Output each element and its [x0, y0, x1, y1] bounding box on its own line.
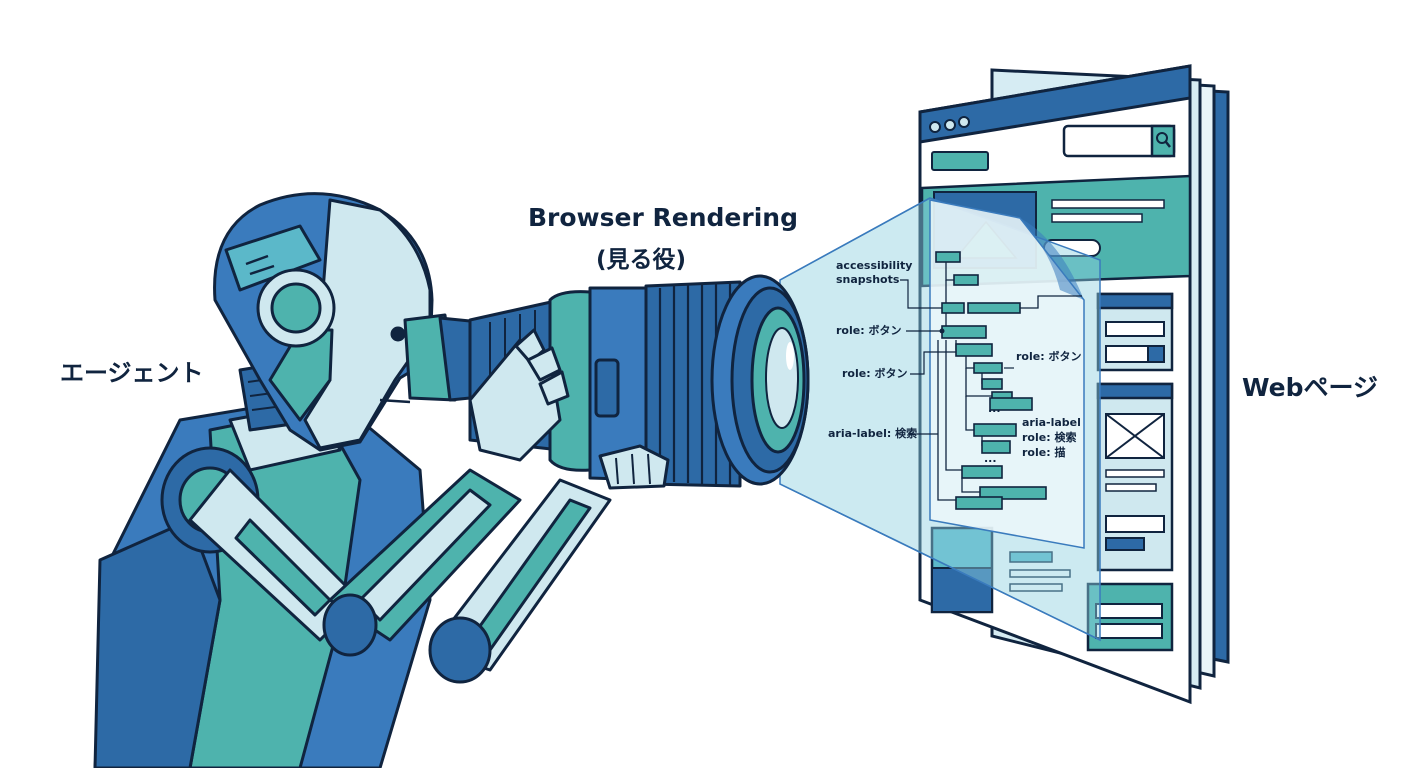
browser-rendering-role: (見る役)	[596, 247, 687, 273]
webpage-label: Webページ	[1242, 373, 1379, 402]
sidebar-input-3[interactable]	[1105, 515, 1165, 533]
annotation-role-draw: role: 描	[1022, 446, 1066, 459]
accessibility-tree-panel	[900, 199, 1085, 549]
footer-input-2[interactable]	[1095, 623, 1163, 639]
sidebar-input-1[interactable]	[1105, 321, 1165, 337]
annotation-role-button-2: role: ボタン	[842, 367, 908, 380]
tree-ellipsis-2: ...	[984, 452, 997, 465]
footer-input-1[interactable]	[1095, 603, 1163, 619]
image-placeholder-icon	[1105, 413, 1165, 459]
camera-lens	[468, 274, 810, 490]
window-title-bar	[918, 64, 1192, 144]
browser-rendering-title: Browser Rendering	[528, 203, 798, 232]
search-icon[interactable]	[1156, 132, 1171, 148]
annotation-accessibility: accessibility	[836, 259, 913, 272]
window-control-dots	[929, 116, 970, 133]
robot-agent	[93, 192, 612, 768]
annotation-aria-label-search: aria-label: 検索	[828, 427, 918, 440]
agent-label: エージェント	[60, 359, 204, 387]
tree-ellipsis-1: ...	[988, 402, 1001, 415]
nav-bar	[931, 151, 989, 171]
annotation-role-button-1: role: ボタン	[836, 324, 902, 337]
annotation-role-search: role: 検索	[1022, 431, 1077, 444]
annotation-snapshots: snapshots	[836, 273, 900, 286]
annotation-aria-label: aria-label	[1022, 416, 1081, 429]
sidebar-button[interactable]	[1105, 537, 1145, 551]
annotation-role-button-3: role: ボタン	[1016, 350, 1082, 363]
